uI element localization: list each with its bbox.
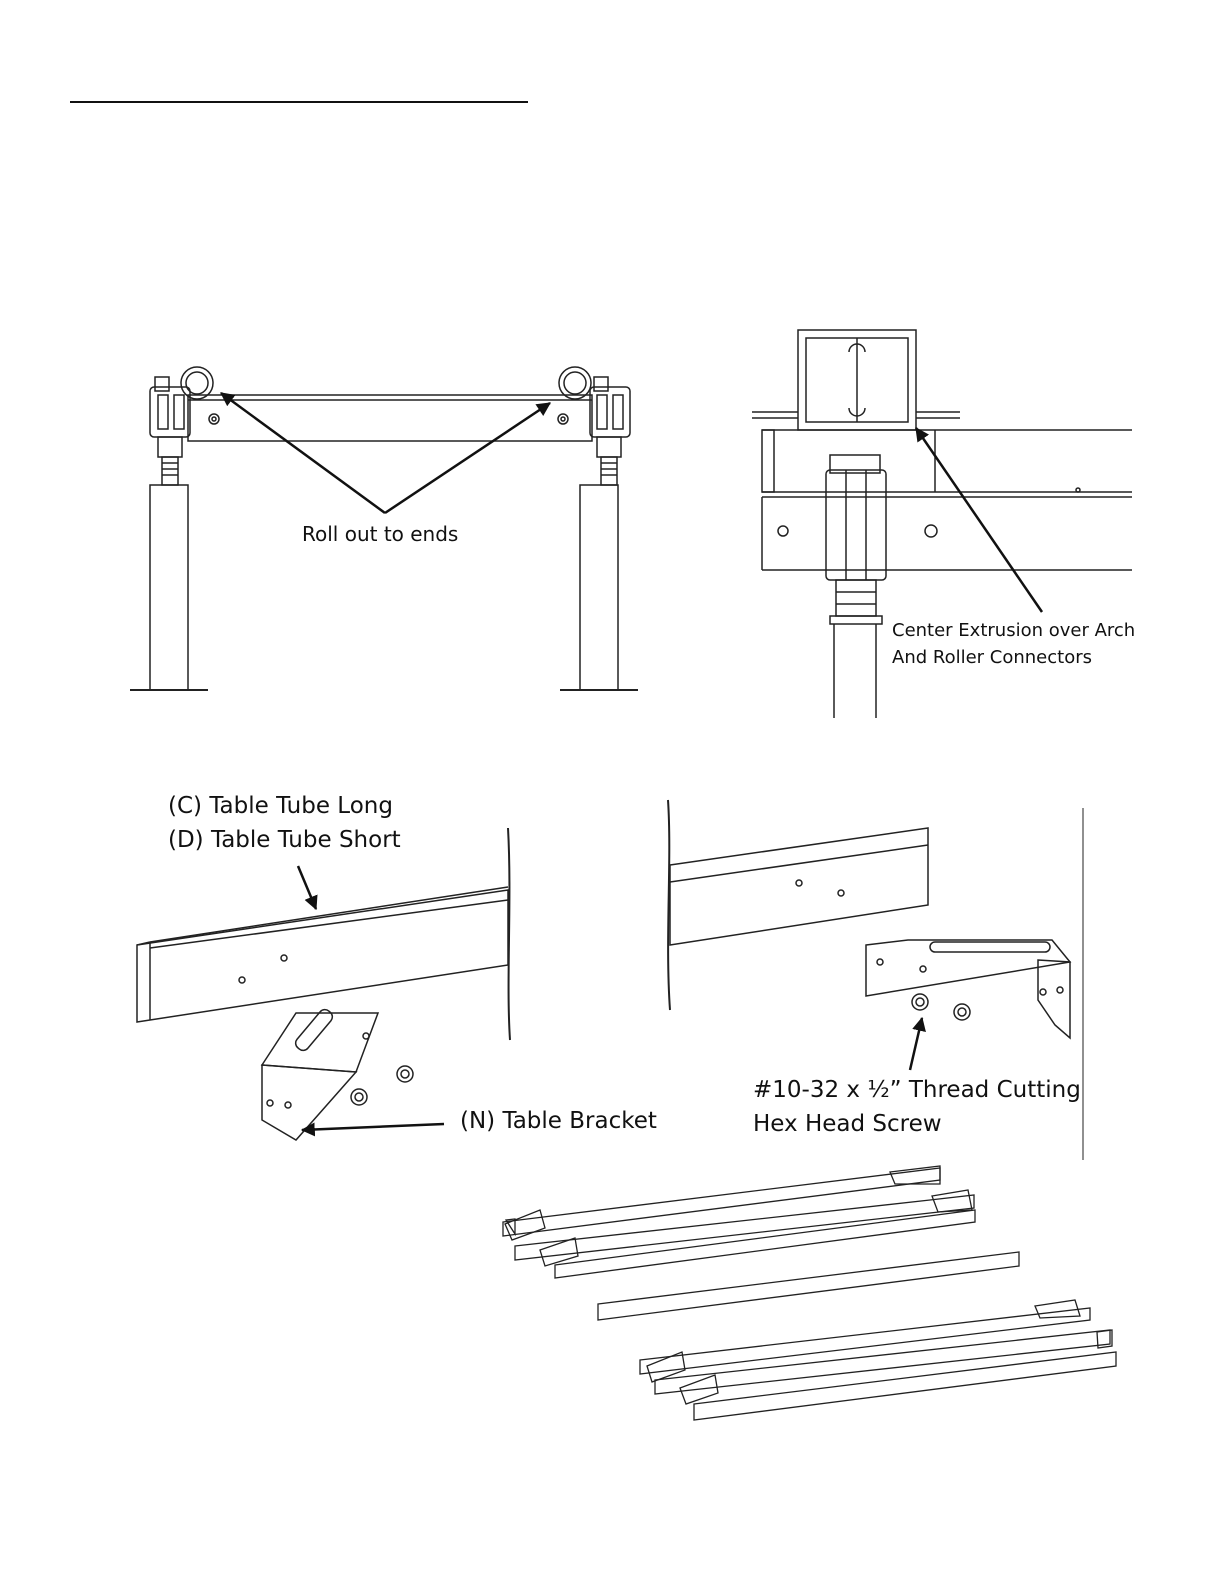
bracket-label-arrow — [302, 1124, 444, 1130]
table-tube-long-label: (C) Table Tube Long — [168, 789, 393, 823]
table-tube-bracket-view — [137, 828, 510, 1140]
tube-label-arrow — [298, 866, 316, 909]
roll-out-label: Roll out to ends — [302, 522, 458, 546]
center-extrusion-arrow — [916, 428, 1042, 612]
screw-label-arrow — [910, 1018, 922, 1070]
roll-out-arrows — [221, 393, 550, 513]
table-tubes-set — [503, 1166, 1116, 1420]
roller-connectors-label: And Roller Connectors — [892, 644, 1092, 671]
screw-type-label: Hex Head Screw — [753, 1107, 942, 1141]
center-extrusion-label: Center Extrusion over Arch — [892, 617, 1135, 644]
table-bracket-label: (N) Table Bracket — [460, 1104, 657, 1138]
table-tube-short-label: (D) Table Tube Short — [168, 823, 401, 857]
screw-spec-label: #10-32 x ½” Thread Cutting — [753, 1073, 1081, 1107]
